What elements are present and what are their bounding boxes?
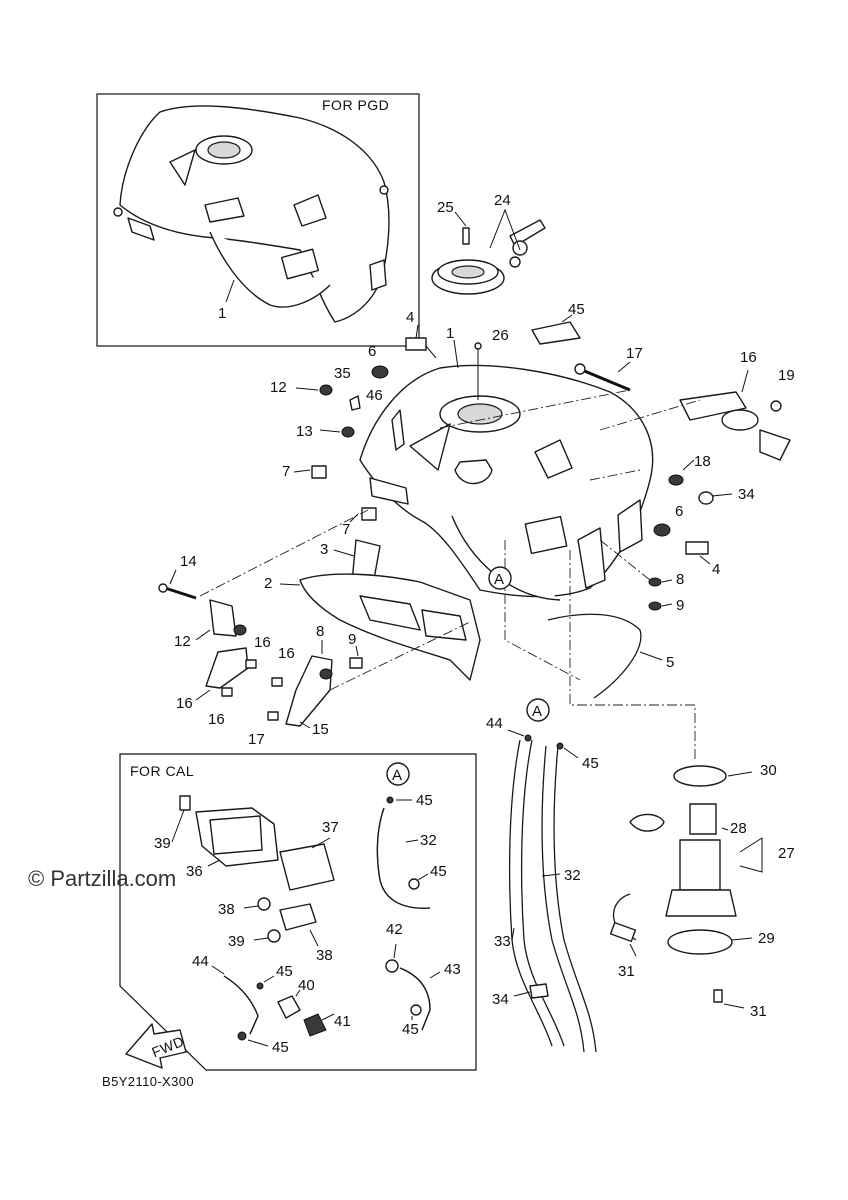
callout-40: 40 (298, 977, 315, 994)
callout-6-top: 6 (368, 343, 376, 360)
callout-45-a: 44 (486, 715, 503, 732)
rollover-valve (679, 391, 791, 461)
callout-38a: 38 (218, 901, 235, 918)
callout-16b: 16 (278, 645, 295, 662)
callout-12b: 13 (296, 423, 313, 440)
callout-6-right: 6 (675, 503, 683, 520)
leader-line (454, 211, 467, 227)
callout-37: 38 (316, 947, 333, 964)
callout-11: 12 (174, 633, 191, 650)
callout-18: 17 (626, 345, 643, 362)
callout-21: 24 (494, 192, 511, 209)
pgd-inset-frame (96, 93, 420, 347)
callout-16c: 16 (208, 711, 225, 728)
callout-30: 32 (420, 832, 437, 849)
callout-13: 14 (180, 553, 197, 570)
callout-29: 31 (618, 963, 635, 980)
callout-48: 46 (366, 387, 383, 404)
pgd-inset-title: FOR PGD (322, 97, 389, 113)
side-cover (299, 573, 481, 681)
callout-46b: 45 (402, 1021, 419, 1038)
callout-17: 16 (740, 349, 757, 366)
callout-7b: 7 (342, 521, 350, 538)
callout-22: 25 (437, 199, 454, 216)
cal-inset-title: FOR CAL (130, 763, 194, 779)
callout-16a: 16 (254, 634, 271, 651)
callout-4-right: 4 (712, 561, 720, 578)
callout-45-c: 45 (416, 792, 433, 809)
callout-45-e: 45 (272, 1039, 289, 1056)
callout-4-top: 4 (406, 309, 414, 326)
callout-9b: 9 (676, 597, 684, 614)
callout-45-b: 45 (582, 755, 599, 772)
callout-15: 16 (176, 695, 193, 712)
leader-line (489, 208, 521, 251)
callout-32: 34 (492, 991, 509, 1008)
long-bolt (574, 363, 631, 392)
callout-20: 19 (778, 367, 795, 384)
watermark-text: © Partzilla.com (28, 866, 176, 891)
pgd-inset: FOR PGD 1 (96, 93, 420, 347)
charcoal-canister (179, 795, 279, 867)
callout-3: 3 (320, 541, 328, 558)
callout-23: 26 (492, 327, 509, 344)
callout-28: 31 (750, 1003, 767, 1020)
callout-35: 36 (186, 863, 203, 880)
pump-gasket (673, 765, 727, 787)
cal-inset: FOR CAL 39 36 37 38 38 39 A 45 (119, 753, 477, 1071)
callout-31a: 32 (564, 867, 581, 884)
canister-bracket (279, 843, 335, 891)
callout-27: 30 (760, 762, 777, 779)
callout-19: 18 (694, 453, 711, 470)
callout-26: 29 (758, 930, 775, 947)
callout-31b: 33 (494, 933, 511, 950)
diagram-code: B5Y2110-X300 (102, 1074, 194, 1089)
callout-a-cal: A (392, 767, 402, 784)
callout-9a: 8 (676, 571, 684, 588)
callout-44: 44 (192, 953, 209, 970)
callout-33: 34 (738, 486, 755, 503)
callout-25: 28 (730, 820, 747, 837)
callout-24: 27 (778, 845, 795, 862)
callout-10: 9 (348, 631, 356, 648)
fuel-pump (609, 803, 737, 943)
callout-2: 2 (264, 575, 272, 592)
callout-36: 37 (322, 819, 339, 836)
callout-14: 15 (312, 721, 329, 738)
pump-plate (667, 929, 733, 955)
label-sticker (531, 321, 581, 345)
callout-a-hose: A (532, 703, 542, 720)
damper-pad (405, 337, 427, 351)
callout-46a: 45 (430, 863, 447, 880)
callout-45-d: 45 (276, 963, 293, 980)
callout-5: 5 (666, 654, 674, 671)
callout-16d: 17 (248, 731, 265, 748)
pgd-fuel-tank (113, 105, 390, 323)
fuel-cap-assembly (431, 219, 546, 295)
callout-41: 41 (334, 1013, 351, 1030)
fwd-arrow-icon: FWD (125, 1023, 187, 1069)
callout-38b: 39 (228, 933, 245, 950)
drain-hoses (508, 739, 597, 1053)
callout-8: 8 (316, 623, 324, 640)
callout-1: 1 (218, 305, 226, 322)
callout-a-tank: A (494, 571, 504, 588)
cal-inset-frame (119, 753, 477, 1071)
callout-39: 39 (154, 835, 171, 852)
main-fuel-tank (359, 364, 654, 601)
callout-34: 35 (334, 365, 351, 382)
callout-12a: 12 (270, 379, 287, 396)
callout-42: 42 (386, 921, 403, 938)
leader-line (225, 279, 235, 303)
seal-strip (547, 613, 642, 699)
callout-47: 45 (568, 301, 585, 318)
callout-43: 43 (444, 961, 461, 978)
callout-1-main: 1 (446, 325, 454, 342)
callout-7a: 7 (282, 463, 290, 480)
